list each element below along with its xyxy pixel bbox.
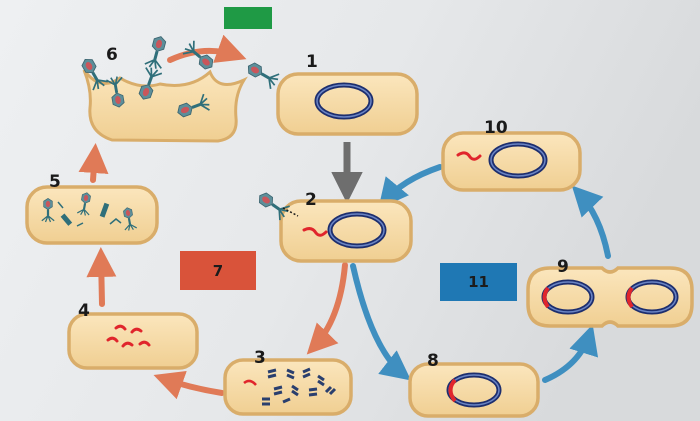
answer-box-7: 7 xyxy=(180,251,256,290)
stage-label-6: 6 xyxy=(106,47,118,64)
stage-label-3: 3 xyxy=(254,350,266,367)
stage-label-5: 5 xyxy=(49,174,61,191)
cell-2 xyxy=(255,189,411,261)
answer-box-11: 11 xyxy=(440,263,517,301)
arrow-2-to-3 xyxy=(313,265,345,348)
arrow-8-to-9 xyxy=(545,333,590,380)
arrow-10-to-2 xyxy=(384,167,440,202)
answer-box-top xyxy=(224,7,272,29)
arrow-9-to-10 xyxy=(578,192,608,256)
cell-5 xyxy=(27,187,157,243)
arrow-3-to-4 xyxy=(162,378,222,393)
stage-label-10: 10 xyxy=(484,120,508,137)
arrow-4-to-5 xyxy=(101,256,102,304)
cell-4 xyxy=(69,314,197,368)
stage-label-1: 1 xyxy=(306,54,318,71)
cell-1 xyxy=(244,59,417,134)
stage-label-4: 4 xyxy=(78,303,90,320)
stage-label-2: 2 xyxy=(305,192,317,209)
stage-label-9: 9 xyxy=(557,259,569,276)
arrow-2-to-8 xyxy=(353,266,404,375)
cell-10 xyxy=(443,133,580,190)
cell-9 xyxy=(528,268,692,326)
stage-label-8: 8 xyxy=(427,353,439,370)
cell-3 xyxy=(225,360,351,414)
arrow-5-to-6 xyxy=(93,152,95,180)
cell-8 xyxy=(410,364,538,416)
